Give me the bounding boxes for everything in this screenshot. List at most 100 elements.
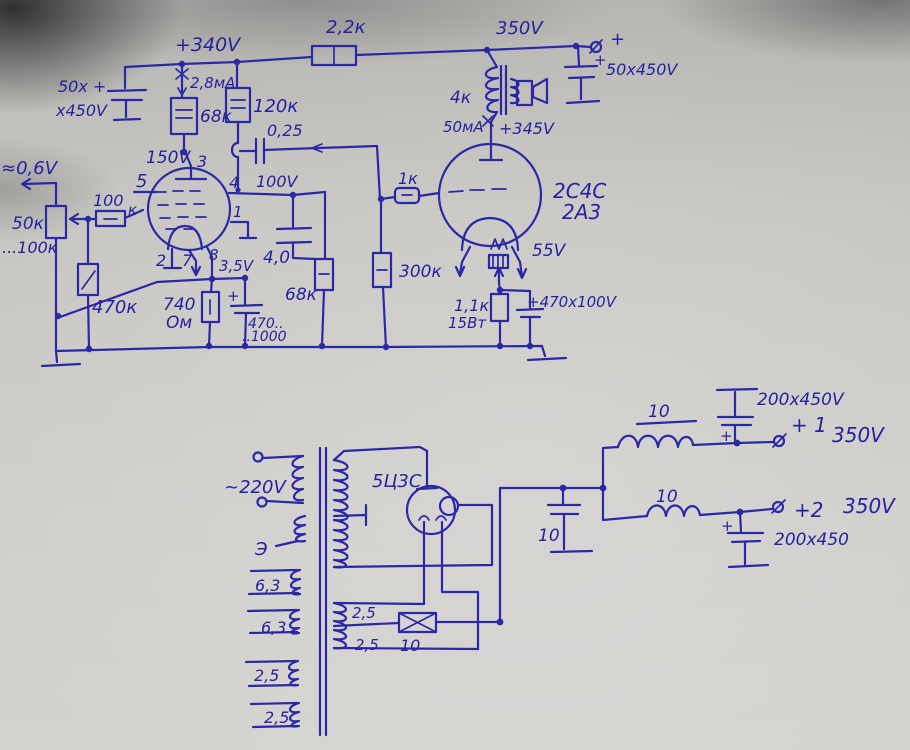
label-470x100v: +470х100V [527, 293, 618, 311]
coupling-cap-0.25 [238, 137, 382, 201]
node-100v-line [227, 190, 327, 197]
hum-balance-resistor-10 [397, 486, 565, 634]
screen-winding [274, 514, 307, 548]
label-6.3-a: 6,3 [255, 576, 280, 595]
label-2.5-a: 2,5 [254, 666, 279, 685]
primary-220v [252, 451, 305, 508]
label-pin5: 5 [136, 171, 147, 192]
label-hum-10: 10 [400, 636, 420, 655]
junction-dots [54, 42, 744, 626]
resistor-2.2k [310, 44, 358, 67]
label-x450v-left: х450V [55, 101, 108, 120]
label-50ma: 50мА [443, 118, 484, 136]
label-345v: +345V [499, 119, 555, 138]
potentiometer-50k-100k [20, 177, 90, 353]
label-out2-350v: 350V [843, 494, 896, 518]
resistor-740-ohm [200, 277, 221, 348]
label-choke2-10: 10 [656, 487, 678, 507]
ground-rail [40, 344, 568, 368]
resistor-1.1k [489, 288, 510, 348]
cathode-cap-470-1000 [229, 276, 264, 348]
label-pot-100k: ...100к [2, 238, 58, 257]
label-340v: +340V [175, 34, 242, 56]
filter-cap-10 [546, 486, 594, 554]
winding-2.5-b [249, 701, 301, 729]
resistor-470k [76, 217, 100, 351]
hv-secondary-winding [332, 445, 494, 569]
label-0.25: 0,25 [267, 121, 303, 140]
branch-120k [224, 60, 252, 192]
capacitor-50x450-left [106, 65, 148, 122]
choke-1 [561, 419, 775, 490]
label-tube-2c4c: 2С4С [553, 179, 606, 203]
label-6.3-b: 6,3 [261, 618, 286, 637]
transformer-core [318, 446, 328, 737]
label-2.8ma: 2,8мА [190, 74, 235, 92]
label-choke1-10: 10 [648, 402, 670, 422]
bias-cap-470x100 [498, 288, 545, 348]
label-pin8: 8 [209, 246, 219, 264]
resistor-1k-grid-stopper [379, 186, 441, 205]
cap-200x450-2 [726, 510, 770, 569]
label-tube-2a3: 2А3 [562, 200, 601, 224]
output-transformer [484, 48, 549, 124]
label-68k-a: 68к [200, 107, 233, 127]
label-1000: ..1000 [242, 329, 287, 345]
label-fil-2.5-top: 2,5 [352, 604, 376, 622]
label-470: 470.. [248, 316, 284, 332]
resistor-68k-second [313, 190, 335, 348]
output-tube-filament [454, 216, 528, 292]
label-55v: 55V [532, 241, 567, 261]
label-cathode-cap-plus: + [227, 287, 240, 305]
label-4.0: 4,0 [263, 248, 290, 268]
label-rectifier-5c3s: 5Ц3С [372, 471, 422, 492]
label-100-k: к [128, 201, 137, 219]
label-cap2-plus: + [721, 517, 734, 535]
output-tube [437, 115, 543, 248]
label-cap2-200x450: 200х450 [774, 530, 849, 550]
label-350v: 350V [496, 18, 544, 39]
label-pin1: 1 [233, 203, 243, 221]
label-out2-plus: +2 [794, 498, 823, 522]
label-470k: 470к [92, 297, 137, 318]
label-screen: Э [254, 539, 268, 560]
label-4k: 4к [450, 88, 472, 108]
label-out1-plus: + 1 [791, 413, 827, 437]
label-1k: 1к [398, 169, 418, 188]
cap-200x450v-1 [715, 387, 759, 445]
capacitor-4.0 [275, 193, 317, 261]
rectifier-tube-5c3s [405, 449, 480, 651]
label-120k: 120к [253, 96, 298, 117]
label-100v: 100V [256, 172, 299, 191]
label-740: 740 [163, 295, 195, 315]
label-3.5v: 3,5V [219, 257, 255, 275]
label-220v: ~220V [224, 477, 287, 498]
label-terminal-plus: + [610, 29, 625, 50]
label-15w: 15Вт [448, 314, 487, 332]
winding-2.5-a [244, 659, 300, 688]
driver-tube [58, 152, 258, 319]
label-cap1-200x450v: 200х450V [757, 390, 845, 410]
label-68k-b: 68к [285, 285, 318, 305]
label-out1-350v: 350V [832, 423, 885, 447]
terminal-350v-cap [563, 39, 603, 105]
label-2.5-b: 2,5 [264, 708, 289, 727]
label-om: Ом [166, 313, 192, 333]
winding-6.3-a [247, 568, 302, 596]
label-cap1-plus: + [720, 427, 733, 445]
label-50x450v-right: 50х450V [606, 60, 678, 79]
filament-winding-2.5-2.5 [332, 601, 480, 651]
label-100: 100 [93, 191, 124, 210]
label-cap-right-plus: + [594, 51, 607, 69]
label-pot-50k: 50к [12, 214, 45, 234]
label-pin3: 3 [197, 152, 207, 171]
label-input-0.6v: ≈0,6V [1, 158, 59, 179]
label-filter-cap-10: 10 [538, 526, 560, 546]
label-1.1k: 1,1к [454, 296, 489, 315]
label-pin4: 4 [229, 173, 239, 192]
resistor-300k [371, 197, 393, 350]
label-300k: 300к [399, 262, 442, 282]
terminal-plus2 [771, 499, 786, 514]
